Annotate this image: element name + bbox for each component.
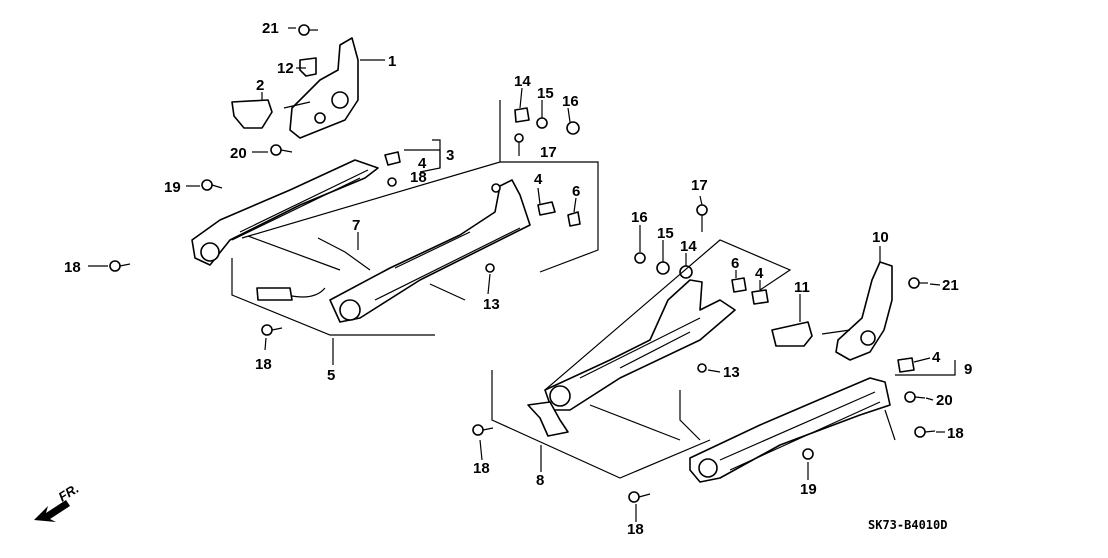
callout-8: 8 — [536, 472, 544, 489]
callout-4: 4 — [932, 349, 941, 366]
left-small-parts — [384, 107, 581, 273]
callout-14: 14 — [514, 73, 531, 90]
callout-11: 11 — [794, 279, 810, 296]
callout-9: 9 — [964, 361, 972, 378]
left-outer-rail — [191, 159, 379, 266]
right-group-outline — [491, 239, 956, 479]
callout-17: 17 — [691, 177, 708, 194]
callout-13: 13 — [723, 364, 740, 381]
callout-7: 7 — [352, 217, 360, 234]
callout-18: 18 — [947, 425, 964, 442]
diagram-code: SK73-B4010D — [868, 518, 947, 532]
callout-4: 4 — [418, 155, 427, 172]
right-outer-rail — [689, 377, 891, 483]
right-recliner-cover — [771, 321, 813, 347]
callout-labels: 21 12 1 2 20 3 4 18 17 14 15 16 19 18 7 … — [64, 20, 972, 538]
left-rod — [247, 235, 341, 271]
callout-18: 18 — [64, 259, 81, 276]
callout-2: 2 — [256, 77, 264, 94]
callout-18: 18 — [627, 521, 644, 538]
callout-20: 20 — [936, 392, 953, 409]
bolt-icon — [472, 277, 936, 503]
front-direction-label: FR. — [56, 481, 82, 505]
callout-3: 3 — [446, 147, 454, 164]
right-front-handle — [527, 401, 569, 437]
right-inner-rail — [544, 279, 736, 411]
callout-20: 20 — [230, 145, 247, 162]
left-inner-rail — [329, 179, 531, 323]
left-recliner-lever — [283, 37, 359, 139]
leader-lines — [88, 27, 945, 522]
callout-19: 19 — [800, 481, 817, 498]
callout-17: 17 — [540, 144, 557, 161]
callout-14: 14 — [680, 238, 697, 255]
callout-1: 1 — [388, 53, 396, 70]
callout-4: 4 — [534, 171, 543, 188]
right-small-parts — [634, 204, 915, 373]
right-recliner-lever — [821, 261, 893, 361]
left-group-outline — [231, 100, 599, 336]
callout-15: 15 — [657, 225, 674, 242]
callout-21: 21 — [942, 277, 959, 294]
front-direction-arrow-icon: FR. — [34, 481, 81, 522]
left-front-handle — [256, 287, 326, 301]
callout-18: 18 — [410, 169, 427, 186]
callout-6: 6 — [731, 255, 739, 272]
right-rod — [589, 404, 681, 441]
callout-4: 4 — [755, 265, 764, 282]
callout-10: 10 — [872, 229, 889, 246]
left-recliner-cover — [231, 99, 273, 129]
callout-18: 18 — [473, 460, 490, 477]
bolt-icon — [109, 24, 397, 336]
callout-6: 6 — [572, 183, 580, 200]
callout-5: 5 — [327, 367, 335, 384]
callout-15: 15 — [537, 85, 554, 102]
callout-13: 13 — [483, 296, 500, 313]
callout-16: 16 — [562, 93, 579, 110]
callout-19: 19 — [164, 179, 181, 196]
callout-21: 21 — [262, 20, 279, 37]
bracket-12 — [299, 57, 317, 77]
left-cable-7 — [317, 237, 466, 301]
callout-18: 18 — [255, 356, 272, 373]
callout-16: 16 — [631, 209, 648, 226]
callout-12: 12 — [277, 60, 294, 77]
